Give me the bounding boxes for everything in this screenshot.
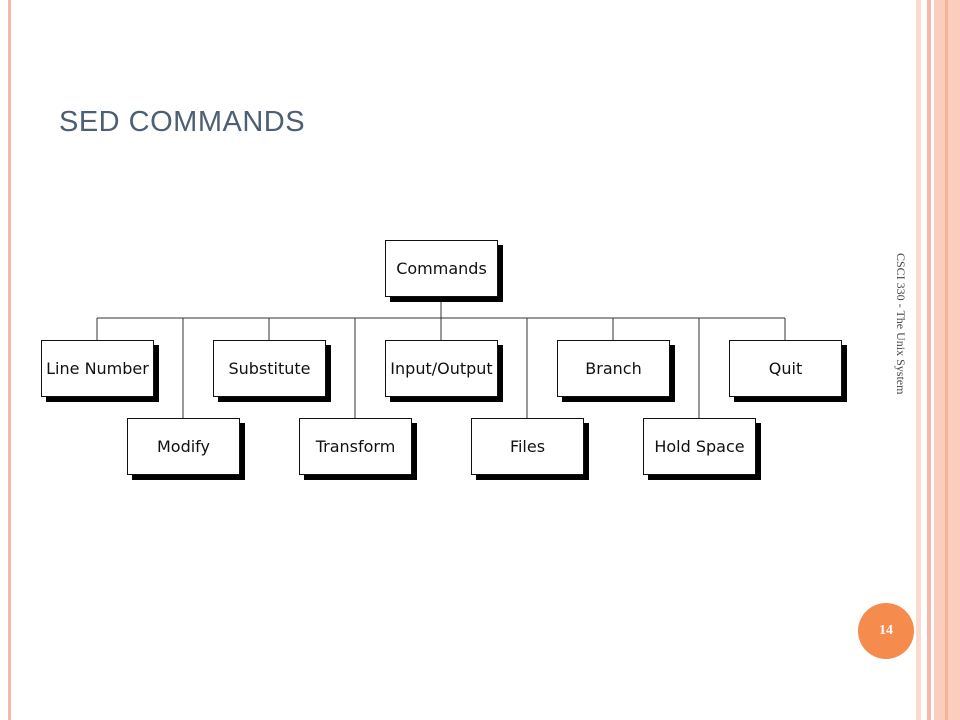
node-modify: Modify — [127, 418, 240, 475]
node-line-number: Line Number — [41, 340, 154, 397]
right-accent-band — [921, 0, 927, 720]
node-files: Files — [471, 418, 584, 475]
page-number-badge: 14 — [858, 603, 914, 659]
node-branch: Branch — [557, 340, 670, 397]
right-accent-band — [931, 0, 934, 720]
right-accent-band — [916, 0, 921, 720]
course-caption: CSCI 330 - The Unix System — [894, 253, 908, 395]
right-accent-band — [945, 0, 948, 720]
right-accent-band — [927, 0, 931, 720]
node-commands: Commands — [385, 240, 498, 297]
node-quit: Quit — [729, 340, 842, 397]
left-accent-stripe — [8, 0, 11, 720]
node-input-output: Input/Output — [385, 340, 498, 397]
node-transform: Transform — [299, 418, 412, 475]
slide-title: SED COMMANDS — [59, 106, 306, 138]
node-substitute: Substitute — [213, 340, 326, 397]
node-hold-space: Hold Space — [643, 418, 756, 475]
